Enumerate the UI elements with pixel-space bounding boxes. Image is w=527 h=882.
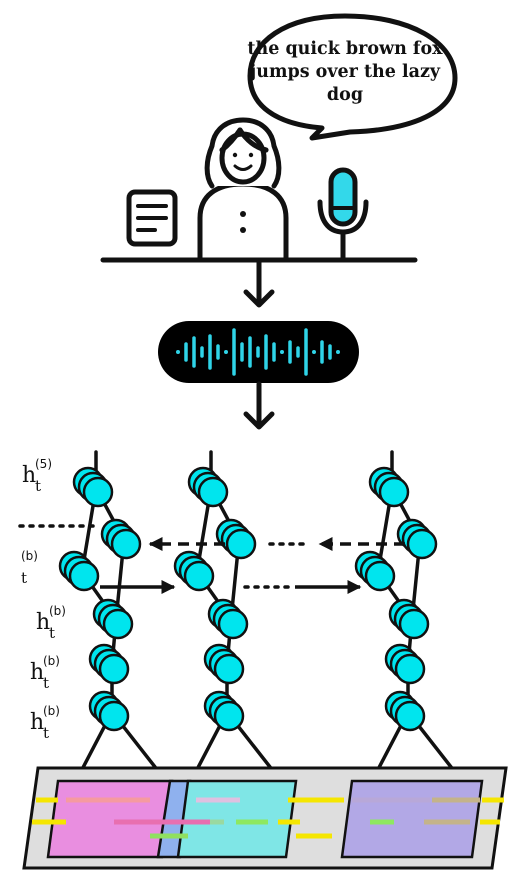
down-arrow-icon [243, 381, 275, 430]
neuron [98, 700, 130, 732]
layer-label-h5: h(5)t [22, 457, 52, 495]
neuron [68, 560, 100, 592]
neuron-stack [388, 598, 430, 640]
layer-label-hb-3: h(b)t [30, 704, 60, 742]
neuron [364, 560, 396, 592]
layer-label-hb-2: h(b)t [30, 654, 60, 692]
neuron-stack [203, 690, 245, 732]
neuron [213, 700, 245, 732]
document-icon [126, 189, 178, 247]
neuron-stack [384, 690, 426, 732]
speech-bubble-icon [247, 13, 458, 141]
recurrent-connections [18, 524, 405, 594]
neuron [406, 528, 438, 560]
waveform-dot [224, 350, 228, 354]
neural-network [58, 450, 464, 783]
audio-waveform-icon [158, 321, 359, 383]
neuron-stack [215, 518, 257, 560]
layer-label-hb-1: h(b)t [36, 604, 66, 642]
neuron-stack [384, 643, 426, 685]
neurons [58, 466, 438, 732]
neuron-stack [207, 598, 249, 640]
neuron [82, 476, 114, 508]
neuron-stack [88, 643, 130, 685]
neuron [102, 608, 134, 640]
neuron [394, 653, 426, 685]
neuron-stack [72, 466, 114, 508]
person-icon [197, 117, 289, 261]
neuron-stack [100, 518, 142, 560]
neuron [398, 608, 430, 640]
waveform-dot [312, 350, 316, 354]
neuron [110, 528, 142, 560]
waveform-dot [280, 350, 284, 354]
neuron [197, 476, 229, 508]
neuron [394, 700, 426, 732]
waveform-dot [176, 350, 180, 354]
neuron-stack [354, 550, 396, 592]
waveform-dot [336, 350, 340, 354]
neuron-stack [203, 643, 245, 685]
neuron-stack [58, 550, 100, 592]
neuron [378, 476, 410, 508]
neuron [217, 608, 249, 640]
speech-bubble-text: the quick brown fox jumps over the lazy … [247, 39, 443, 105]
neuron-stack [92, 598, 134, 640]
neuron-stack [187, 466, 229, 508]
neuron-stack [88, 690, 130, 732]
spectrogram-tray [22, 766, 508, 870]
neuron [183, 560, 215, 592]
neuron-stack [396, 518, 438, 560]
neuron [225, 528, 257, 560]
neuron-stack [368, 466, 410, 508]
down-arrow-icon [243, 259, 275, 308]
microphone-icon [317, 167, 369, 261]
neuron [213, 653, 245, 685]
neuron [98, 653, 130, 685]
neuron-stack [173, 550, 215, 592]
